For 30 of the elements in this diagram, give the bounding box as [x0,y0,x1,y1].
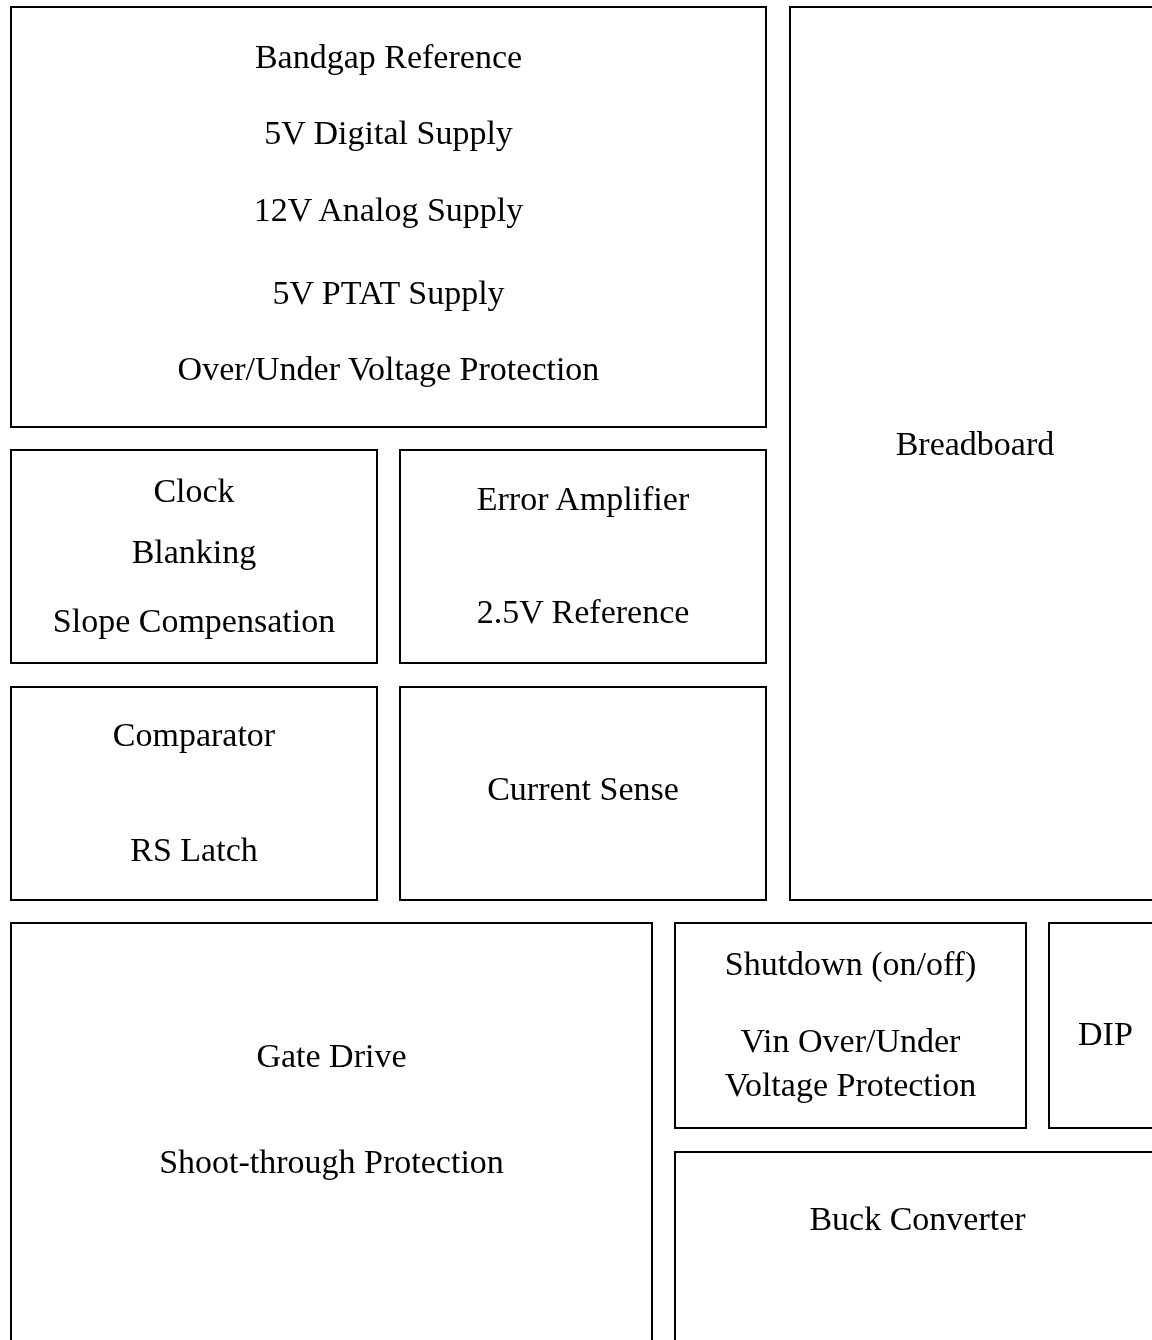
circuit-block [10,922,653,1340]
block-label: 5V PTAT Supply [272,272,505,313]
block-label: Error Amplifier [476,478,690,519]
circuit-block [10,449,378,664]
circuit-block [399,449,767,664]
block-label: RS Latch [130,829,258,870]
block-label: Clock [153,470,235,511]
circuit-block [10,6,767,428]
circuit-block [789,6,1152,901]
block-label: Slope Compensation [52,600,336,641]
circuit-block [674,922,1027,1129]
block-label: Shoot-through Protection [159,1141,504,1182]
block-label: Blanking [131,531,257,572]
block-label: Buck Converter [809,1198,1026,1239]
block-label: Shutdown (on/off) [724,943,977,984]
block-label: Breadboard [895,423,1055,464]
block-label: DIP [1078,1013,1133,1054]
block-label: 2.5V Reference [476,591,690,632]
block-label: Vin Over/Under Voltage Protection [723,1020,978,1105]
block-label: Over/Under Voltage Protection [177,348,600,389]
block-label: 12V Analog Supply [253,189,524,230]
circuit-block [674,1151,1152,1340]
block-label: 5V Digital Supply [264,112,513,153]
block-label: Gate Drive [256,1035,407,1076]
circuit-block [399,686,767,901]
circuit-block [10,686,378,901]
block-label: Bandgap Reference [254,36,523,77]
circuit-block [1048,922,1152,1129]
block-label: Current Sense [487,768,679,809]
block-label: Comparator [112,714,276,755]
